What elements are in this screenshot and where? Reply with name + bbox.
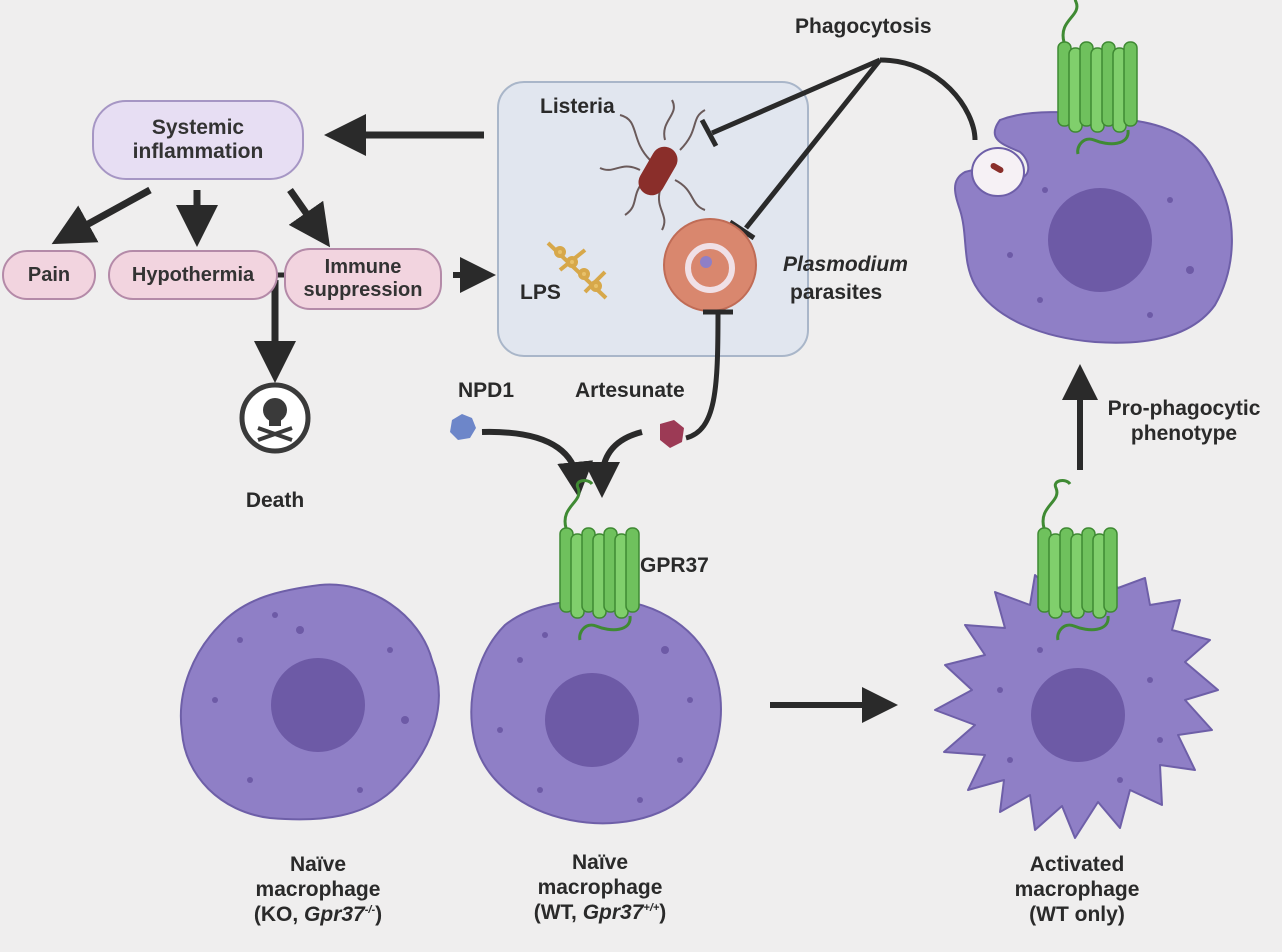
immune-suppression-node: Immune suppression (284, 248, 442, 310)
skull-icon (239, 382, 311, 454)
immune-line2: suppression (303, 279, 423, 301)
wt-caption-line2: macrophage (537, 876, 663, 900)
ko-caption-line1: Naïve (289, 853, 347, 876)
wt-caption-line3: (WT, Gpr37+/+) (534, 900, 667, 925)
wt-sup: +/+ (643, 902, 660, 915)
artesunate-label: Artesunate (575, 379, 685, 402)
artesunate-molecule-icon (660, 420, 684, 448)
pain-node: Pain (2, 250, 96, 300)
arrow-systemic-to-immune (287, 187, 331, 248)
arrow-systemic-to-pain (51, 186, 152, 245)
death-label: Death (245, 489, 305, 512)
ko-caption-line2: macrophage (255, 878, 381, 902)
hypothermia-label: Hypothermia (131, 263, 255, 286)
gpr37-receptor-icon (558, 479, 641, 642)
activated-caption-line2: macrophage (1014, 878, 1140, 902)
pro-phagocytic-label: Pro-phagocytic phenotype (1108, 396, 1261, 446)
wt-pre: (WT, (533, 901, 583, 925)
systemic-inflammation-node: Systemic inflammation (92, 100, 304, 180)
arrow-npd1-to-gpr37 (481, 428, 594, 498)
lps-molecule-icon (546, 241, 608, 300)
tbar-listeria (699, 118, 719, 148)
activated-macrophage-cell (934, 479, 1219, 839)
ko-sup: -/- (364, 904, 376, 917)
plasmodium-label: Plasmodium (783, 253, 908, 276)
npd1-molecule-icon (450, 414, 476, 440)
hypothermia-node: Hypothermia (108, 250, 278, 300)
gpr37-label: GPR37 (640, 554, 709, 577)
naive-macrophage-ko-cell (179, 583, 440, 821)
activated-caption-line1: Activated (1029, 853, 1125, 876)
phagocytosis-inhibit-plasmodium (744, 58, 882, 230)
systemic-line2: inflammation (132, 140, 264, 163)
activated-caption-line3: (WT only) (1029, 903, 1125, 927)
wt-caption-line1: Naïve (571, 851, 629, 874)
pro-phagocytic-line2: phenotype (1130, 422, 1238, 446)
systemic-line1: Systemic (151, 115, 245, 139)
ko-post: ) (375, 903, 383, 927)
lps-label: LPS (520, 281, 561, 304)
pro-phagocytic-line1: Pro-phagocytic (1107, 397, 1261, 420)
phagocytosis-label: Phagocytosis (795, 15, 932, 38)
arrow-artesunate-to-gpr37 (584, 429, 643, 498)
ko-caption: Naïve macrophage (KO, Gpr37-/-) (254, 852, 382, 928)
phagocytosis-inhibit-listeria (711, 57, 881, 136)
ko-pre: (KO, (253, 903, 305, 927)
plasmodium-parasite-icon (663, 218, 757, 312)
wt-caption: Naïve macrophage (WT, Gpr37+/+) (534, 850, 667, 926)
artesunate-inhibit-line (685, 311, 721, 441)
parasites-label: parasites (790, 281, 883, 304)
activated-receptor-icon (1036, 479, 1119, 642)
naive-macrophage-wt-cell (470, 479, 722, 825)
infection-box (497, 81, 809, 357)
phagocytic-macrophage-cell (954, 0, 1233, 344)
ko-gene: Gpr37 (304, 903, 365, 927)
npd1-label: NPD1 (458, 379, 515, 402)
activated-caption: Activated macrophage (WT only) (1015, 852, 1140, 928)
ko-caption-line3: (KO, Gpr37-/-) (254, 902, 382, 927)
listeria-bacterium-icon (599, 99, 706, 231)
immune-line1: Immune (324, 256, 402, 278)
wt-gene: Gpr37 (582, 901, 644, 925)
listeria-label: Listeria (540, 95, 615, 118)
wt-post: ) (659, 901, 667, 925)
pain-label: Pain (27, 263, 71, 286)
phagocytosis-to-cell (879, 57, 978, 141)
